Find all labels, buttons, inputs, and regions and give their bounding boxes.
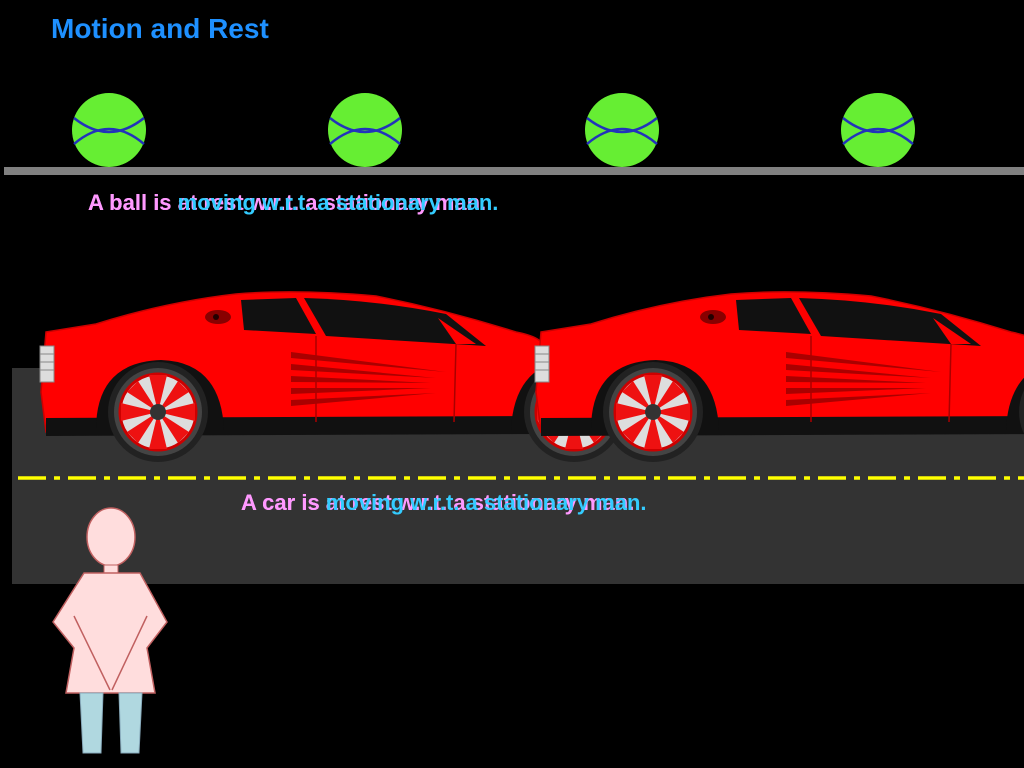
ball-track bbox=[4, 167, 1024, 175]
ball-caption-stem: A ball is bbox=[88, 190, 178, 215]
tennis-ball-icon bbox=[326, 91, 404, 169]
tennis-ball-icon bbox=[70, 91, 148, 169]
tennis-ball-icon bbox=[839, 91, 917, 169]
car-caption-state-rest: at rest w.r.t. a stationary man. bbox=[325, 490, 635, 515]
ball-caption-rest: A ball is at rest w.r.t. a stationary ma… bbox=[88, 190, 486, 215]
ball-caption-moving: A ball is moving w.r.t. a stationary man… bbox=[88, 190, 498, 216]
ball-caption-stem-overlay: A ball is bbox=[88, 190, 178, 215]
ball-caption: A ball is at rest w.r.t. a stationary ma… bbox=[88, 190, 498, 216]
car-caption: A car is at rest w.r.t. a stationary man… bbox=[241, 490, 647, 516]
ball-caption-state-rest: at rest w.r.t. a stationary man. bbox=[177, 190, 487, 215]
page-title: Motion and Rest bbox=[51, 13, 269, 44]
car-caption-stem: A car is bbox=[241, 490, 326, 515]
car-caption-state-moving: moving w.r.t. a stationary man. bbox=[325, 490, 647, 515]
tennis-ball-icon bbox=[583, 91, 661, 169]
car-caption-moving: A car is moving w.r.t. a stationary man. bbox=[241, 490, 647, 516]
car-caption-stem-overlay: A car is bbox=[241, 490, 326, 515]
car-caption-rest: A car is at rest w.r.t. a stationary man… bbox=[241, 490, 634, 515]
ball-caption-state-moving: moving w.r.t. a stationary man. bbox=[177, 190, 499, 215]
stationary-man-icon bbox=[52, 507, 168, 754]
